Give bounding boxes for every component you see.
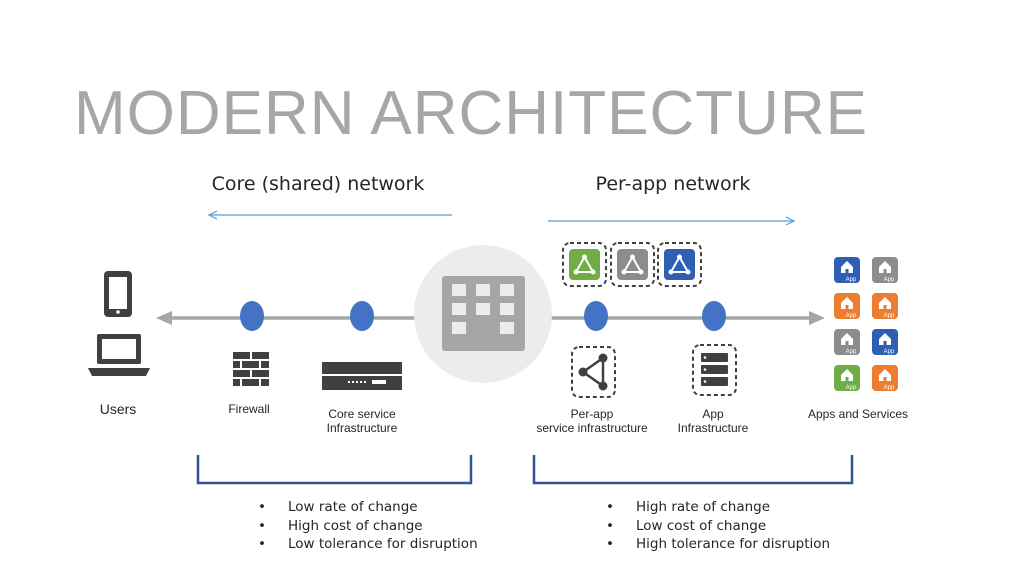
users-label: Users: [99, 401, 137, 417]
svg-text:App: App: [846, 277, 857, 283]
list-item: •High tolerance for disruption: [606, 536, 831, 552]
app-tile-icon: App: [872, 293, 898, 319]
list-item: •Low tolerance for disruption: [258, 536, 478, 552]
app-infra-node-dot: [702, 301, 726, 331]
app-tile-icon: App: [834, 257, 860, 283]
core-network-heading: Core (shared) network: [211, 173, 425, 195]
page-title: MODERN ARCHITECTURE: [74, 79, 869, 148]
perapp-service-node-dot: [584, 301, 608, 331]
core-bracket: [196, 455, 473, 485]
perapp-direction-arrow: [548, 216, 796, 226]
perapp-bracket: [532, 455, 854, 485]
firewall-node-dot: [240, 301, 264, 331]
svg-text:App: App: [884, 385, 895, 391]
core-bullets: •Low rate of change •High cost of change…: [256, 498, 478, 554]
svg-text:App: App: [884, 313, 895, 319]
microservice-icon: [657, 242, 702, 287]
svg-text:App: App: [846, 385, 857, 391]
app-tile-icon: App: [872, 329, 898, 355]
network-node-icon: [571, 346, 616, 398]
list-item: •High rate of change: [606, 499, 771, 515]
microservice-icon: [610, 242, 655, 287]
firewall-icon: [233, 352, 269, 386]
firewall-label: Firewall: [228, 402, 270, 416]
core-service-node-dot: [350, 301, 374, 331]
svg-text:App: App: [846, 349, 857, 355]
per-app-network-heading: Per-app network: [595, 173, 751, 195]
list-item: •Low rate of change: [258, 499, 418, 515]
app-tile-icon: App: [872, 257, 898, 283]
list-item: •High cost of change: [258, 517, 423, 534]
phone-icon: [104, 271, 132, 317]
server-icon: [322, 362, 402, 390]
svg-text:App: App: [884, 277, 895, 283]
app-tile-icon: App: [872, 365, 898, 391]
list-item: •Low cost of change: [606, 517, 767, 534]
apps-services-label: Apps and Services: [807, 407, 909, 421]
app-tile-icon: App: [834, 365, 860, 391]
perapp-bullets: •High rate of change •Low cost of change…: [604, 498, 830, 554]
app-tile-icon: App: [834, 329, 860, 355]
app-tile-icon: App: [834, 293, 860, 319]
building-icon: [442, 276, 525, 351]
microservice-icon: [562, 242, 607, 287]
laptop-icon: [88, 334, 150, 376]
rack-icon: [692, 344, 737, 396]
core-direction-arrow: [207, 210, 452, 220]
svg-text:App: App: [884, 349, 895, 355]
svg-text:App: App: [846, 313, 857, 319]
